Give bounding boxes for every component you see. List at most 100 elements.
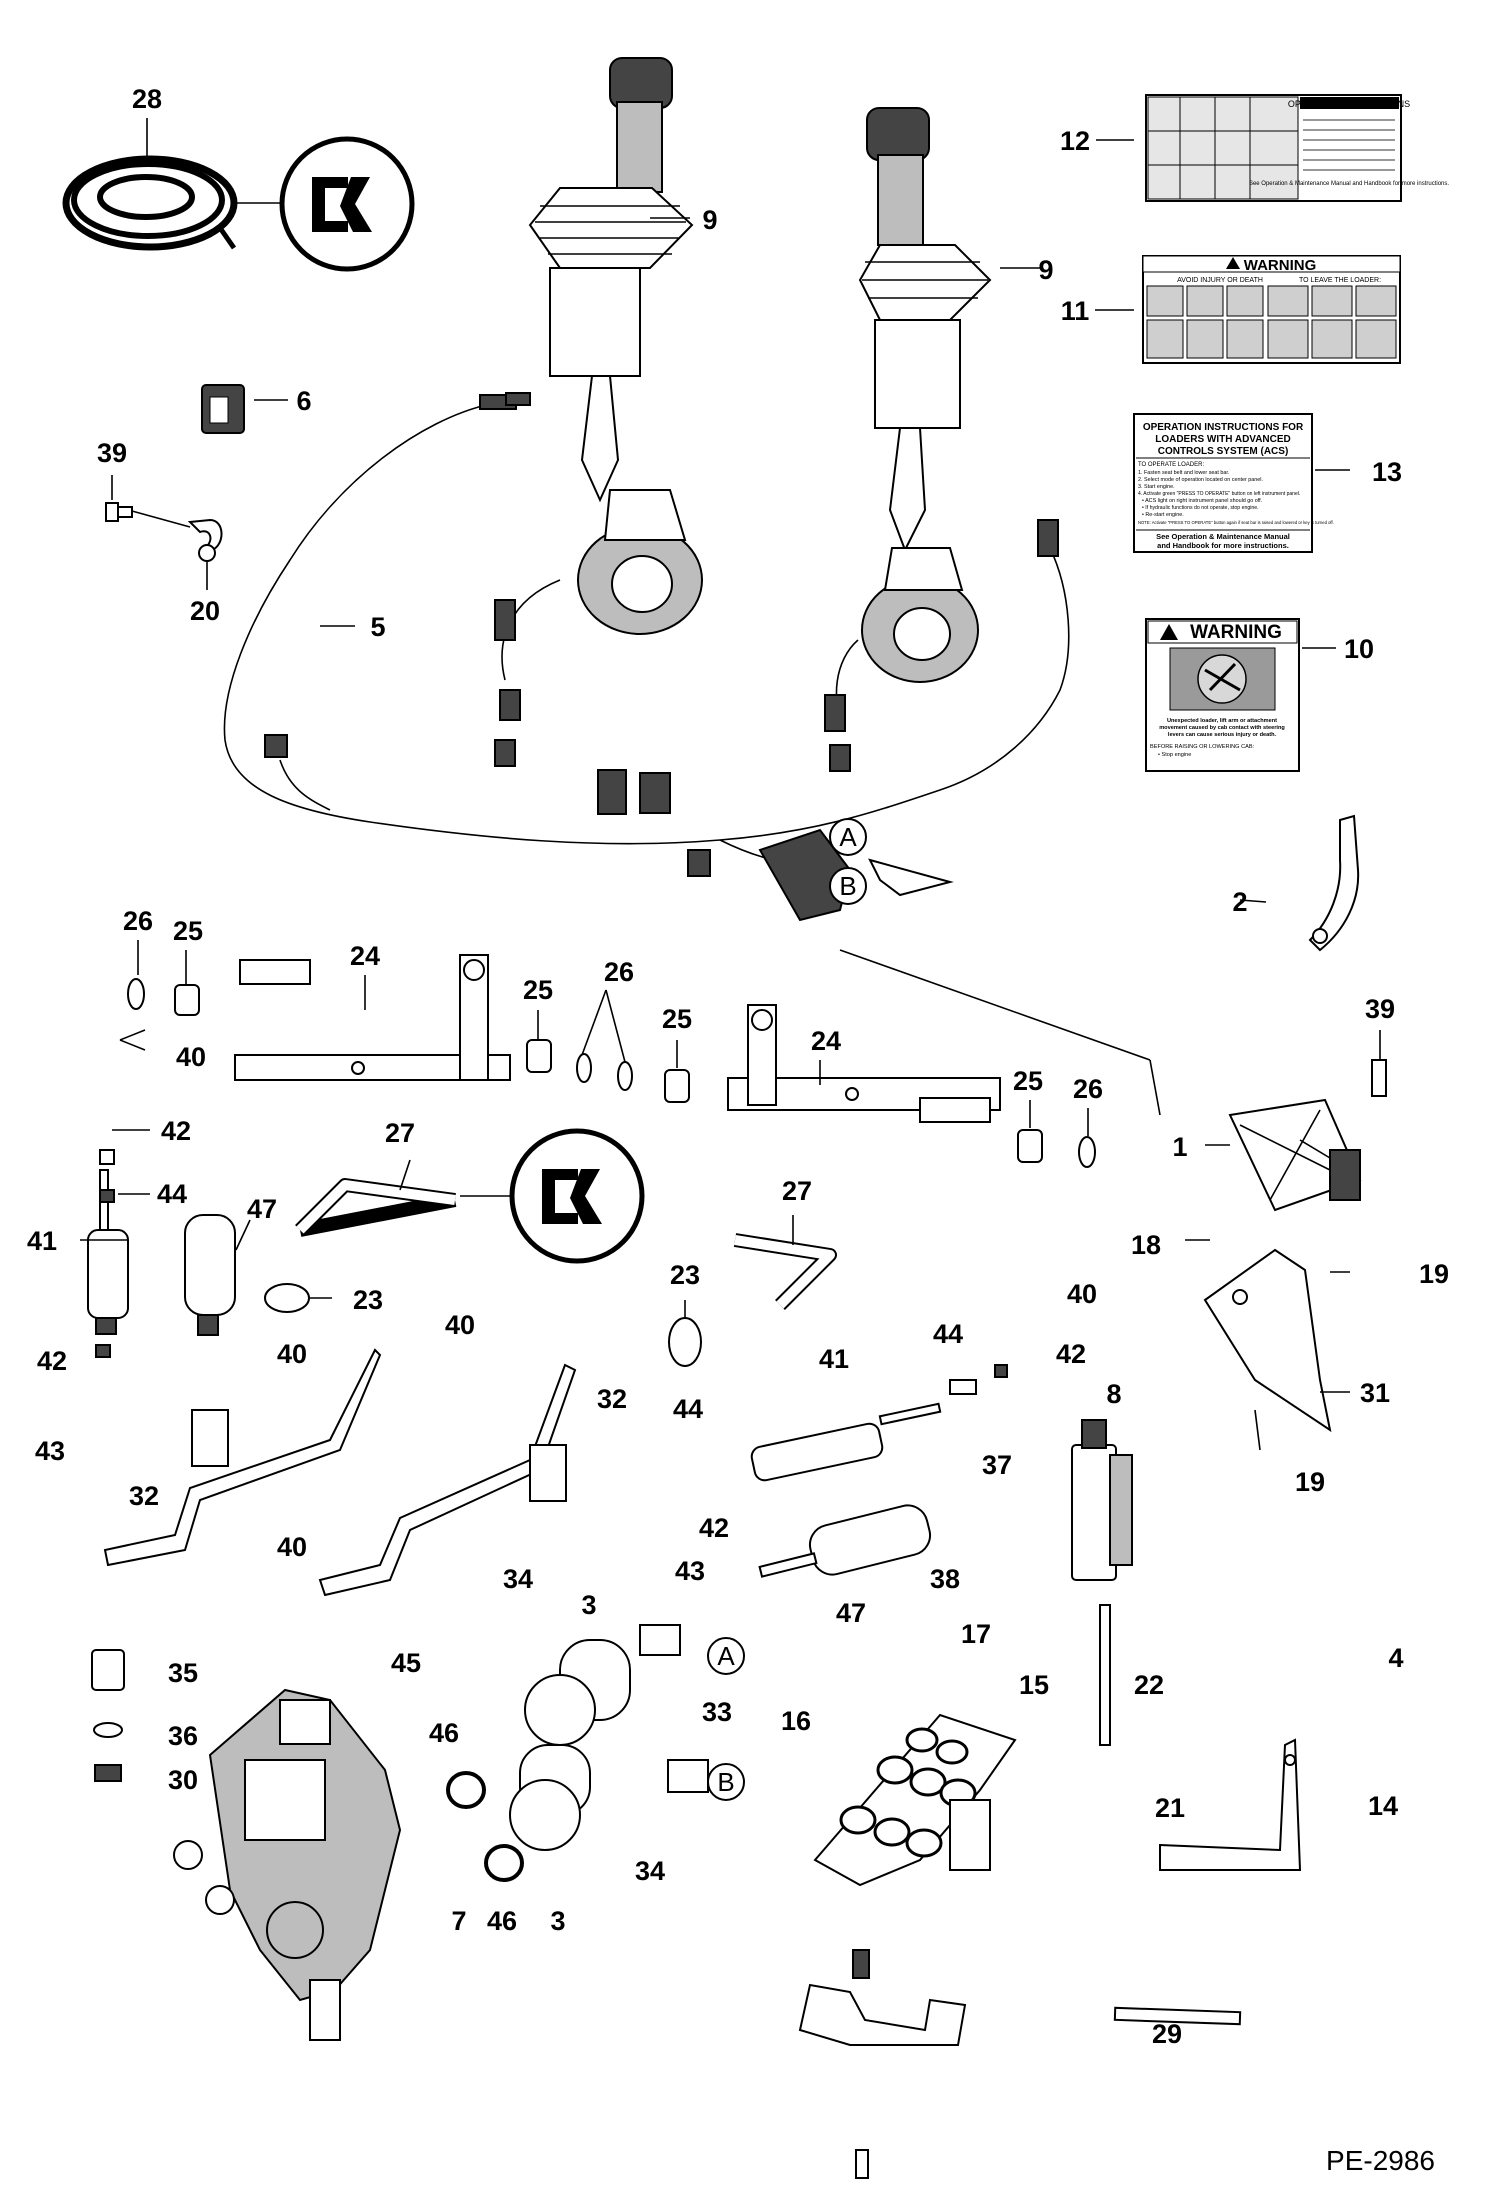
lever-right-part — [318, 1363, 577, 1597]
callout-20: 20 — [190, 596, 220, 626]
callout-15: 15 — [1019, 1670, 1049, 1700]
decal-13-note: NOTE: Activate "PRESS TO OPERATE" button… — [1138, 520, 1334, 525]
decal-13-title-3: CONTROLS SYSTEM (ACS) — [1158, 446, 1289, 457]
callout-42-c: 42 — [37, 1346, 67, 1376]
callout-38: 38 — [930, 1564, 960, 1594]
decal-13-step-6: • If hydraulic functions do not operate,… — [1142, 505, 1259, 511]
callout-26-b: 26 — [604, 957, 634, 987]
decal-13-step-7: • Re-start engine. — [1142, 512, 1184, 518]
decal-13-step-1: 1. Fasten seat belt and lower seat bar. — [1138, 470, 1229, 476]
callout-14: 14 — [1368, 1791, 1398, 1821]
decal-operation-instructions: OPERATION INSTRUCTIONS See Operation & M… — [1145, 94, 1449, 202]
callout-1: 1 — [1172, 1132, 1187, 1162]
decal-13-heading: TO OPERATE LOADER: — [1138, 462, 1204, 468]
callout-40-e: 40 — [277, 1532, 307, 1562]
callout-13: 13 — [1372, 457, 1402, 487]
decal-13-step-2: 2. Select mode of operation located on c… — [1138, 477, 1263, 483]
decal-13-step-4: 4. Activate green "PRESS TO OPERATE" but… — [1138, 491, 1300, 497]
decal-11-section: TO LEAVE THE LOADER: — [1299, 277, 1381, 284]
pedal-link-part — [1099, 1604, 1111, 1746]
washer-part — [127, 978, 1096, 1168]
lever-left-part — [103, 1348, 382, 1567]
callout-46-top: 46 — [429, 1718, 459, 1748]
callout-23-right: 23 — [670, 1260, 700, 1290]
shaft-left-part — [234, 954, 511, 1081]
callout-17: 17 — [961, 1619, 991, 1649]
kit-logo-icon-upper — [279, 136, 415, 272]
bracket-mount-part — [1203, 1248, 1332, 1433]
callout-30: 30 — [168, 1765, 198, 1795]
decal-10-title: WARNING — [1190, 622, 1282, 643]
bracket-part — [1308, 814, 1360, 952]
pedal-base-part — [798, 1949, 967, 2179]
decal-warning-leave-loader: WARNING AVOID INJURY OR DEATH TO LEAVE T… — [1142, 255, 1401, 364]
callout-19-bottom: 19 — [1295, 1467, 1325, 1497]
decal-10-body-2: movement caused by cab contact with stee… — [1159, 725, 1285, 731]
bushing-part — [174, 984, 1043, 1163]
callout-16: 16 — [781, 1706, 811, 1736]
callout-11: 11 — [1061, 296, 1090, 326]
gas-spring-left-part — [184, 1214, 236, 1336]
solenoid-part — [509, 1624, 709, 1851]
callout-45: 45 — [391, 1648, 421, 1678]
callout-27-left: 27 — [385, 1118, 415, 1148]
mount-plate-part — [1228, 1059, 1387, 1212]
leader-lines — [80, 118, 1381, 1451]
clamp-part — [105, 502, 223, 562]
callout-3-bottom: 3 — [550, 1906, 565, 1936]
callout-40-a: 40 — [176, 1042, 206, 1072]
shaft-right-part — [727, 1004, 1001, 1123]
decal-10-body-3: levers can cause serious injury or death… — [1168, 732, 1277, 738]
decal-13-step-5: • ACS light on right instrument panel sh… — [1142, 498, 1262, 504]
connector-label-a-bottom: A — [717, 1641, 735, 1671]
decal-10-body-1: Unexpected loader, lift arm or attachmen… — [1167, 718, 1277, 724]
callout-41-right: 41 — [819, 1344, 849, 1374]
reference-code: PE-2986 — [1326, 2145, 1435, 2176]
callout-22: 22 — [1134, 1670, 1164, 1700]
callout-33: 33 — [702, 1697, 732, 1727]
callout-25-b: 25 — [523, 975, 553, 1005]
callout-39-right: 39 — [1365, 994, 1395, 1024]
callout-26-c: 26 — [1073, 1074, 1103, 1104]
callout-7: 7 — [451, 1906, 466, 1936]
callout-3-top: 3 — [581, 1590, 596, 1620]
connector-labels: A B A B — [707, 818, 867, 1801]
callout-47-right: 47 — [836, 1598, 866, 1628]
callout-34-top: 34 — [503, 1564, 533, 1594]
kit-logo-icon-lower — [509, 1128, 645, 1264]
cylinder-left-part — [87, 1149, 129, 1358]
sensor-part — [1071, 1419, 1133, 1581]
callout-31: 31 — [1360, 1378, 1390, 1408]
callout-43-left: 43 — [35, 1436, 65, 1466]
decal-13-title-1: OPERATION INSTRUCTIONS FOR — [1143, 422, 1304, 433]
callout-32-right: 32 — [597, 1384, 627, 1414]
callout-25-c: 25 — [662, 1004, 692, 1034]
callout-40-d: 40 — [277, 1339, 307, 1369]
callout-28: 28 — [132, 84, 162, 114]
callout-41-left: 41 — [27, 1226, 57, 1256]
callout-40-c: 40 — [445, 1310, 475, 1340]
callout-42-b: 42 — [1056, 1339, 1086, 1369]
callout-47-left: 47 — [247, 1194, 277, 1224]
decal-13-footer-1: See Operation & Maintenance Manual — [1156, 532, 1290, 541]
callout-5: 5 — [370, 612, 385, 642]
decal-12-title: OPERATION INSTRUCTIONS — [1288, 99, 1410, 109]
callout-9-right: 9 — [1038, 255, 1053, 285]
callout-36: 36 — [168, 1721, 198, 1751]
decal-12-footer: See Operation & Maintenance Manual and H… — [1249, 181, 1449, 187]
decal-warning-cab: WARNING Unexpected loader, lift arm or a… — [1145, 618, 1300, 772]
callout-19-top: 19 — [1419, 1259, 1449, 1289]
decal-10-before: BEFORE RAISING OR LOWERING CAB: — [1150, 744, 1255, 750]
callout-25-a: 25 — [173, 916, 203, 946]
callout-27-right: 27 — [782, 1176, 812, 1206]
decal-11-title: WARNING — [1244, 257, 1317, 274]
callout-40-b: 40 — [1067, 1279, 1097, 1309]
decal-10-bullet: • Stop engine — [1158, 752, 1191, 758]
wire-coil-part — [62, 155, 238, 251]
joystick-left-part — [494, 57, 703, 767]
hex-wrench-part — [295, 1178, 837, 1310]
decal-11-subtitle: AVOID INJURY OR DEATH — [1177, 277, 1263, 284]
callout-35: 35 — [168, 1658, 198, 1688]
wire-harness-part — [223, 392, 1070, 922]
